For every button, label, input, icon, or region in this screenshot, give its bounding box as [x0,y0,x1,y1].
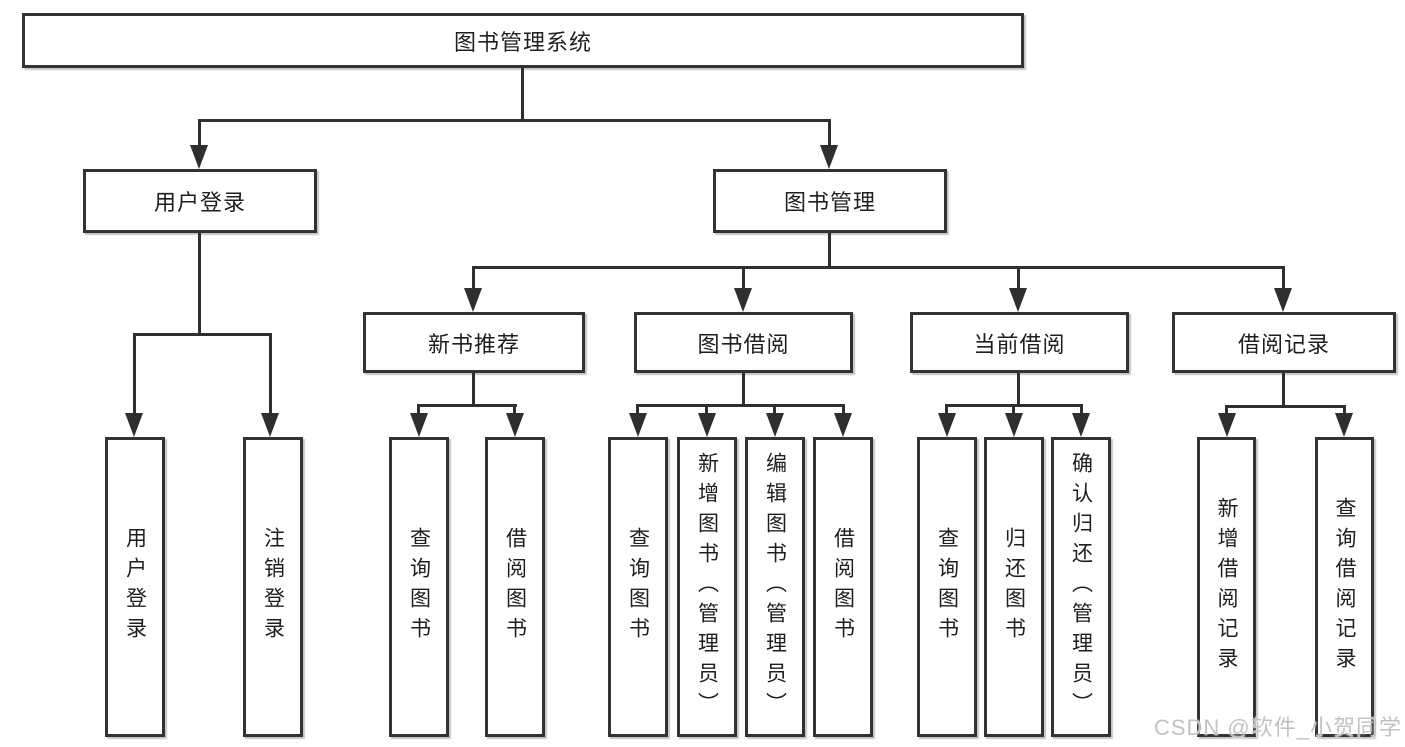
node-root-system: 图书管理系统 [22,13,1024,68]
arrowhead [766,413,784,437]
line-segment [1225,405,1228,416]
node-book-borrow: 图书借阅 [634,312,853,373]
leaf-query-borrow-record: 查询借阅记录 [1315,437,1374,737]
line-segment [842,404,845,416]
line-segment [472,266,475,291]
leaf-query-books-1: 查询图书 [389,437,449,737]
arrowhead [125,413,143,437]
line-segment [1282,373,1285,408]
arrowhead [506,413,524,437]
line-segment [636,404,639,416]
arrowhead [1218,413,1236,437]
line-segment [773,404,776,416]
leaf-user-login: 用户登录 [105,437,165,737]
line-segment [1017,373,1020,407]
line-segment [945,404,948,416]
arrowhead [938,413,956,437]
line-segment [742,373,745,407]
arrowhead [698,413,716,437]
leaf-add-books-admin: 新增图书（管理员） [677,437,737,737]
line-segment [828,233,831,269]
leaf-add-borrow-record: 新增借阅记录 [1197,437,1256,737]
line-segment [1080,404,1083,416]
leaf-borrow-books-1: 借阅图书 [485,437,545,737]
arrowhead [190,145,208,169]
leaf-query-books-3: 查询图书 [917,437,977,737]
line-segment [198,119,831,122]
line-segment [417,404,420,416]
arrowhead [261,413,279,437]
arrowhead [1009,288,1027,312]
line-segment [472,266,1285,269]
node-current-borrow: 当前借阅 [910,312,1129,373]
line-segment [742,266,745,291]
line-segment [198,233,201,336]
line-segment [1282,266,1285,291]
line-segment [133,333,136,415]
line-segment [521,66,524,121]
node-new-book-recommend: 新书推荐 [363,312,585,373]
arrowhead [1005,413,1023,437]
csdn-watermark: CSDN @软件_小贺同学 [1153,715,1402,740]
node-user-login: 用户登录 [83,169,317,233]
arrowhead [464,288,482,312]
line-segment [1343,405,1346,416]
arrowhead [834,413,852,437]
line-segment [1225,405,1346,408]
arrowhead [1072,413,1090,437]
line-segment [269,333,272,415]
line-segment [636,404,845,407]
line-segment [198,119,201,150]
arrowhead [1274,288,1292,312]
line-segment [705,404,708,416]
line-segment [1012,404,1015,416]
leaf-logout: 注销登录 [243,437,303,737]
leaf-return-books: 归还图书 [984,437,1044,737]
node-book-management: 图书管理 [713,169,947,233]
line-segment [417,404,517,407]
arrowhead [629,413,647,437]
arrowhead [410,413,428,437]
line-segment [828,119,831,150]
arrowhead [820,145,838,169]
arrowhead [1335,413,1353,437]
arrowhead [734,288,752,312]
line-segment [513,404,516,416]
leaf-edit-books-admin: 编辑图书（管理员） [745,437,805,737]
leaf-confirm-return-admin: 确认归还（管理员） [1051,437,1111,737]
node-borrow-record: 借阅记录 [1172,312,1396,373]
line-segment [133,333,272,336]
leaf-borrow-books-2: 借阅图书 [813,437,873,737]
leaf-query-books-2: 查询图书 [608,437,668,737]
line-segment [472,373,475,407]
line-segment [1017,266,1020,291]
